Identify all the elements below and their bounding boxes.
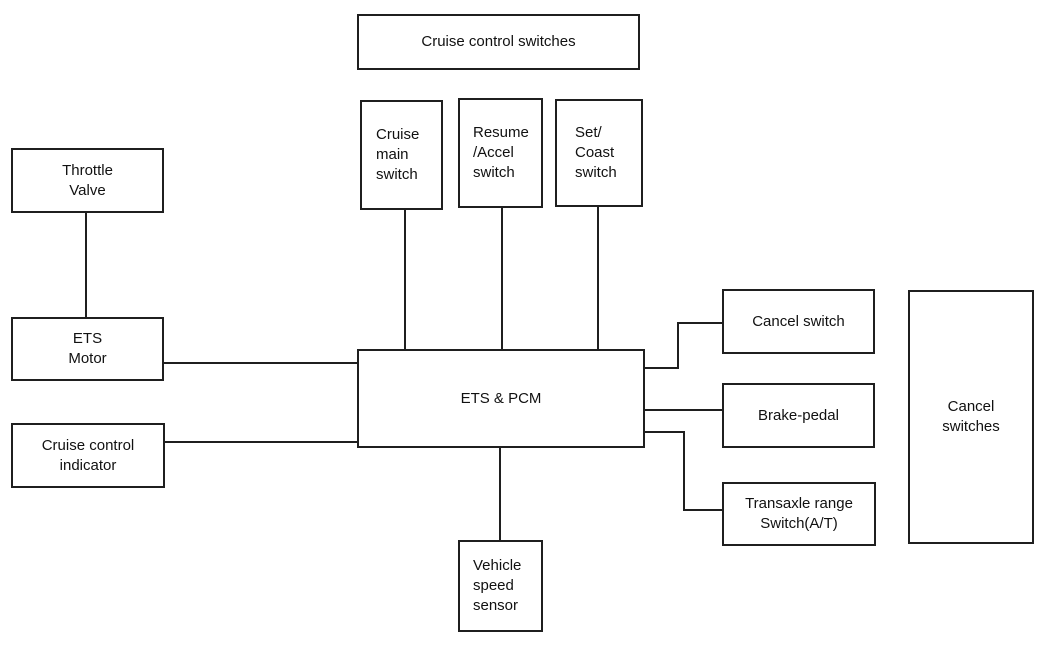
connector-set-coast-switch-to-ets-pcm (597, 207, 599, 349)
connector-cruise-main-switch-to-ets-pcm (404, 210, 406, 349)
node-cancel-switch: Cancel switch (722, 289, 875, 354)
node-cancel-switches: Cancel switches (908, 290, 1034, 544)
node-label: ETS & PCM (460, 389, 542, 407)
node-throttle-valve: Throttle Valve (11, 148, 164, 213)
node-brake-pedal: Brake-pedal (722, 383, 875, 448)
node-ets-motor: ETS Motor (11, 317, 164, 381)
connector-ets-pcm-to-cancel-switch-segment-3 (677, 322, 722, 324)
connector-ets-pcm-to-brake-pedal (645, 409, 722, 411)
connector-cruise-control-indicator-to-ets-pcm (165, 441, 357, 443)
connector-ets-pcm-to-cancel-switch-segment-1 (645, 367, 679, 369)
node-label: Cruise control indicator (41, 436, 135, 474)
connector-throttle-valve-to-ets-motor (85, 213, 87, 317)
connector-resume-accel-switch-to-ets-pcm (501, 208, 503, 349)
connector-ets-pcm-to-vehicle-speed-sensor (499, 448, 501, 540)
node-label: Cruise main switch (376, 126, 420, 183)
node-label: Transaxle range Switch(A/T) (745, 495, 853, 532)
node-transaxle-range-switch: Transaxle range Switch(A/T) (722, 482, 876, 546)
node-resume-accel-switch: Resume /Accel switch (458, 98, 543, 208)
connector-ets-pcm-to-cancel-switch-segment-2 (677, 322, 679, 369)
node-label: Cancel switches (942, 398, 1000, 435)
connector-ets-pcm-to-transaxle-segment-2 (683, 431, 685, 511)
node-vehicle-speed-sensor: Vehicle speed sensor (458, 540, 543, 632)
node-label: Cruise control switches (421, 33, 576, 51)
node-label: Set/ Coast switch (575, 124, 617, 181)
connector-ets-motor-to-ets-pcm (164, 362, 357, 364)
node-label: ETS Motor (68, 330, 107, 367)
node-cruise-control-switches: Cruise control switches (357, 14, 640, 70)
connector-ets-pcm-to-transaxle-segment-3 (683, 509, 722, 511)
node-label: Vehicle speed sensor (473, 557, 522, 614)
node-label: Throttle Valve (62, 161, 113, 199)
node-set-coast-switch: Set/ Coast switch (555, 99, 643, 207)
node-label: Brake-pedal (758, 406, 839, 424)
connector-ets-pcm-to-transaxle-segment-1 (645, 431, 685, 433)
node-label: Cancel switch (752, 312, 845, 330)
node-cruise-main-switch: Cruise main switch (360, 100, 443, 210)
node-label: Resume /Accel switch (473, 124, 529, 181)
node-ets-pcm: ETS & PCM (357, 349, 645, 448)
node-cruise-control-indicator: Cruise control indicator (11, 423, 165, 488)
